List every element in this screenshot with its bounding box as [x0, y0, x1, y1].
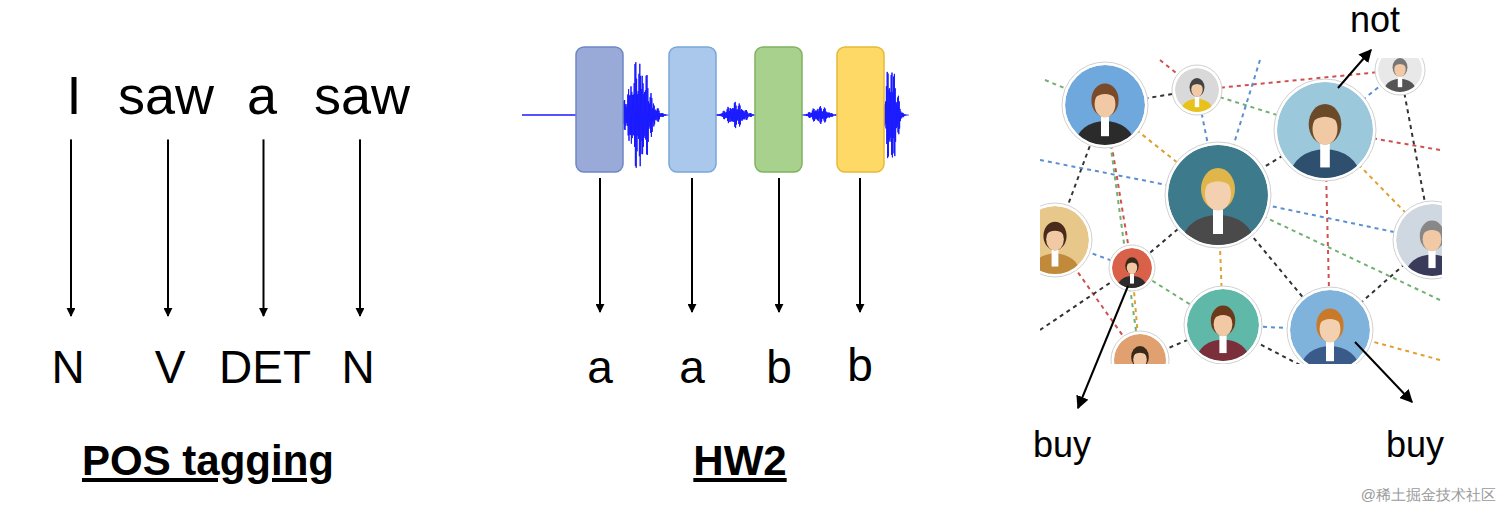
social-network-illustration	[1040, 58, 1442, 364]
word-text: saw	[314, 66, 410, 125]
person-avatar	[1287, 287, 1373, 364]
person-avatar	[1109, 245, 1155, 298]
output-label: a	[679, 342, 705, 393]
word-node: N	[341, 342, 374, 393]
word-text: a	[247, 66, 277, 125]
word-node: saw	[118, 66, 214, 125]
output-label: b	[847, 340, 873, 391]
watermark: @稀土掘金技术社区	[1361, 487, 1496, 504]
leader-arrow	[691, 178, 693, 312]
word-node: a	[247, 66, 277, 125]
word-text: I	[66, 66, 81, 125]
word-node: saw	[314, 66, 410, 125]
leader-arrow	[1078, 286, 1128, 408]
panel-title: HW2	[693, 438, 786, 484]
tag-arrow	[167, 139, 169, 316]
frame-box	[669, 47, 716, 172]
panel-title: POS tagging	[82, 438, 334, 484]
word-text: N	[51, 342, 84, 393]
word-text: DET	[219, 342, 311, 393]
tag-arrow	[359, 139, 361, 316]
leader-arrow	[1355, 342, 1412, 402]
output-label: b	[766, 342, 792, 393]
person-avatar	[1274, 79, 1376, 202]
edge-layer	[71, 139, 360, 316]
word-node: V	[155, 342, 186, 393]
person-avatar	[1172, 65, 1222, 123]
person-avatar	[1184, 286, 1262, 364]
tag-arrow	[262, 139, 264, 316]
person-avatar	[1165, 142, 1271, 270]
word-node: I	[66, 66, 81, 125]
word-text: N	[341, 342, 374, 393]
person-avatar	[1375, 58, 1425, 103]
word-node: DET	[219, 342, 311, 393]
frame-boxes	[576, 47, 884, 172]
word-text: saw	[118, 66, 214, 125]
callout-label: buy	[1386, 425, 1444, 465]
leader-arrow	[859, 178, 861, 312]
person-avatar	[1040, 203, 1092, 291]
person-avatar	[1393, 201, 1442, 294]
word-node: N	[51, 342, 84, 393]
leader-arrow	[778, 178, 780, 312]
frame-box	[837, 47, 884, 172]
frame-box	[576, 47, 623, 172]
callout-label: buy	[1033, 425, 1091, 465]
callout-label: not	[1350, 0, 1400, 40]
word-text: V	[155, 342, 186, 393]
leader-arrow	[1338, 50, 1371, 88]
network-links	[1040, 60, 1440, 364]
leader-arrows	[600, 178, 860, 312]
leader-arrow	[599, 178, 601, 312]
leader-arrows	[1078, 50, 1412, 408]
output-label: a	[587, 342, 613, 393]
person-avatar	[1062, 62, 1148, 165]
tag-arrow	[70, 139, 72, 316]
waveform-baseline	[522, 114, 576, 116]
frame-box	[755, 47, 802, 172]
person-avatar	[1111, 331, 1169, 364]
